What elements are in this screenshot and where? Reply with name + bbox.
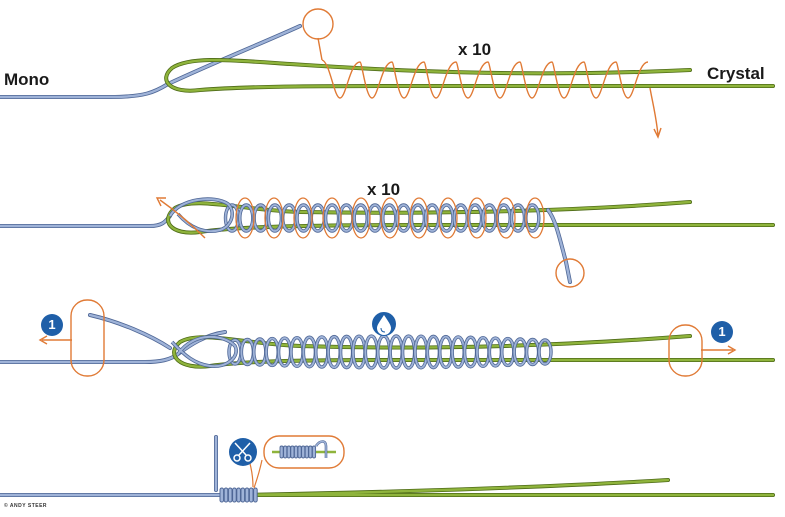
wrap-count-step2: x 10: [367, 180, 401, 199]
finished-knot: [219, 487, 258, 503]
pull-grip-right: [668, 324, 703, 377]
start-circle-step1: [302, 8, 334, 40]
step-2: [0, 197, 775, 288]
step-4: [0, 435, 775, 503]
inset-knot-wraps: [279, 440, 328, 459]
step-3: [0, 299, 775, 377]
step-1: [0, 8, 775, 139]
wrap-count-step1: x 10: [458, 40, 492, 59]
mono-wraps-step3: [170, 334, 553, 370]
step-number-badge-right: 1: [711, 321, 733, 343]
wrap-guide-step2: [235, 197, 545, 239]
wrap-guide-step1: [321, 59, 649, 99]
crystal-label: Crystal: [707, 64, 765, 83]
end-circle-step2: [555, 258, 585, 288]
exit-arrow-step1: [649, 87, 659, 136]
scissors-icon: [229, 438, 257, 466]
water-drop-icon: [372, 312, 396, 336]
mono-line-step2: [0, 214, 172, 228]
exit-arrow-step2: [159, 199, 206, 239]
mono-label: Mono: [4, 70, 50, 89]
pull-grip-left: [70, 299, 105, 377]
artist-credit: © ANDY STEER: [4, 503, 48, 509]
step-number-badge-left: 1: [41, 314, 63, 336]
